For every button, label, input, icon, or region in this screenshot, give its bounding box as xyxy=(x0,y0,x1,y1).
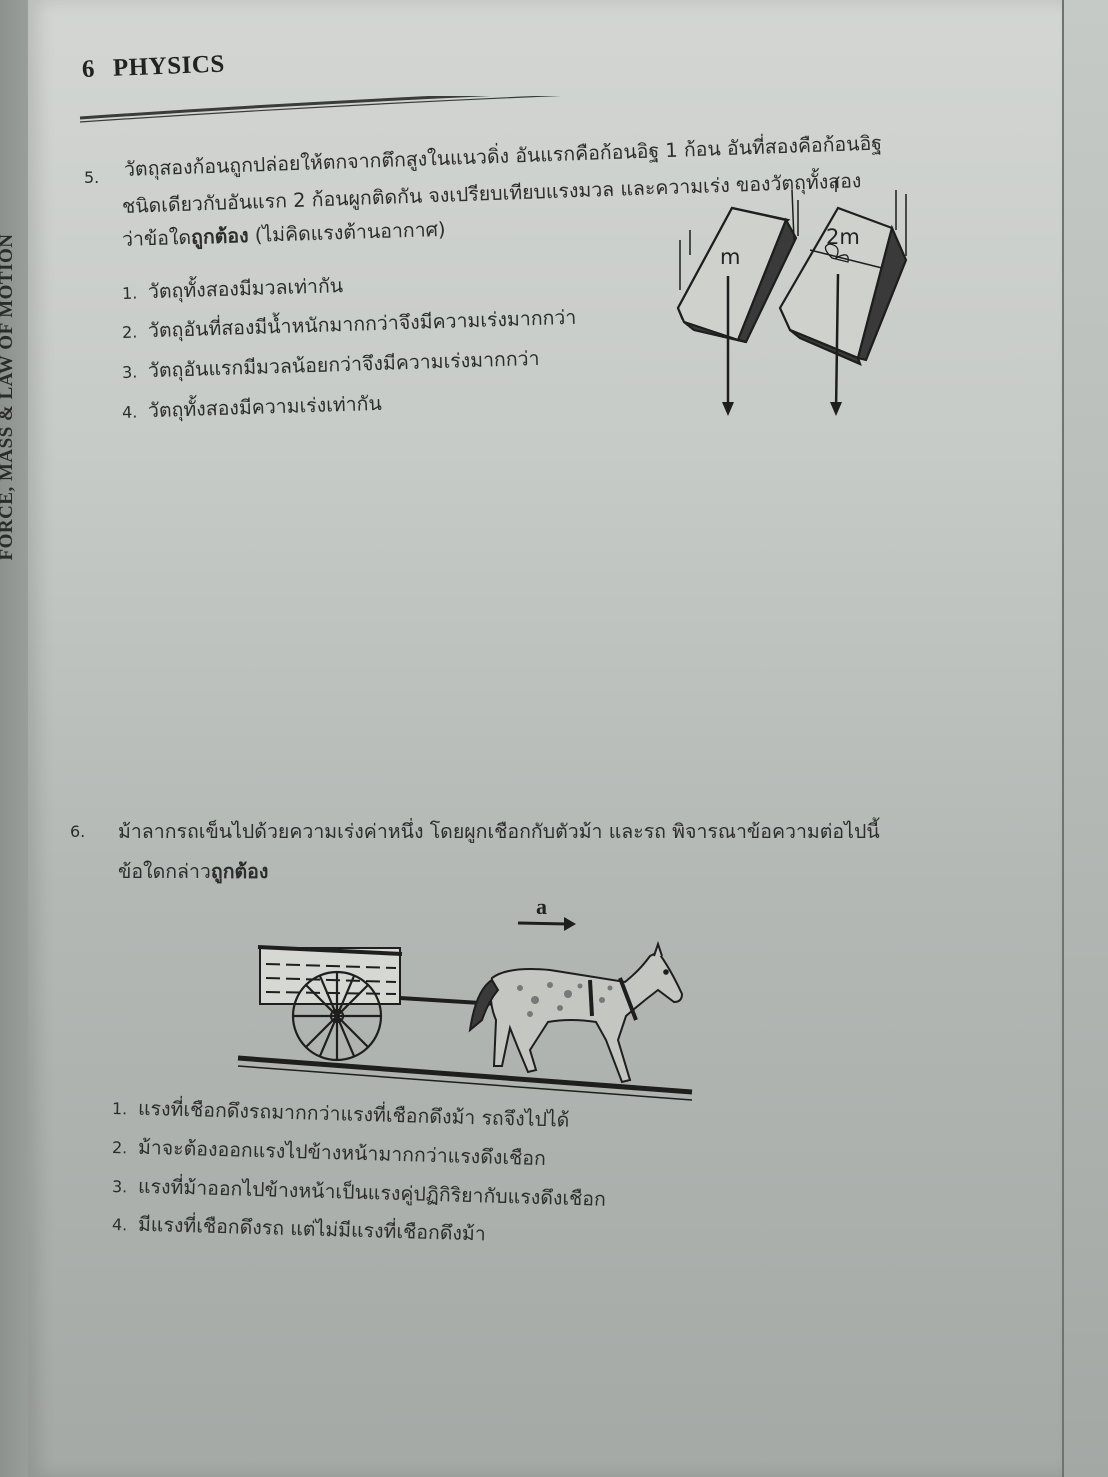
page-edge xyxy=(1062,0,1064,1477)
chapter-spine-title: FORCE, MASS & LAW OF MOTION xyxy=(0,233,17,561)
page-number: 6 xyxy=(81,55,96,83)
cart xyxy=(257,945,403,1005)
question-text-line: ข้อใดกล่าวถูกต้อง xyxy=(118,860,269,883)
brick-m xyxy=(676,189,799,344)
brick-2m xyxy=(778,180,908,366)
mass-label-2m: 2m xyxy=(826,225,860,249)
cart-wheel xyxy=(291,970,383,1062)
question-number: 5. xyxy=(84,168,100,187)
header-rule xyxy=(79,96,562,123)
question-number: 6. xyxy=(70,822,86,841)
emphasis-correct: ถูกต้อง xyxy=(210,860,269,883)
horse-cart-figure: a xyxy=(237,894,693,1101)
horse xyxy=(468,940,684,1084)
acceleration-label: a xyxy=(536,894,547,919)
weight-arrow-2m xyxy=(834,273,840,413)
page-header: 6 PHYSICS xyxy=(81,51,225,84)
question-text-line: ม้าลากรถเข็นไปด้วยความเร่งค่าหนึ่ง โดยผู… xyxy=(118,820,880,843)
emphasis-correct: ถูกต้อง xyxy=(190,224,249,249)
acceleration-arrow xyxy=(517,917,576,931)
adjacent-page xyxy=(1064,0,1108,1477)
falling-bricks-figure: m 2m xyxy=(676,180,908,416)
page-title: PHYSICS xyxy=(112,50,226,82)
ground-line xyxy=(237,1055,693,1101)
horse-texture xyxy=(517,982,613,1017)
mass-label-m: m xyxy=(720,245,740,269)
